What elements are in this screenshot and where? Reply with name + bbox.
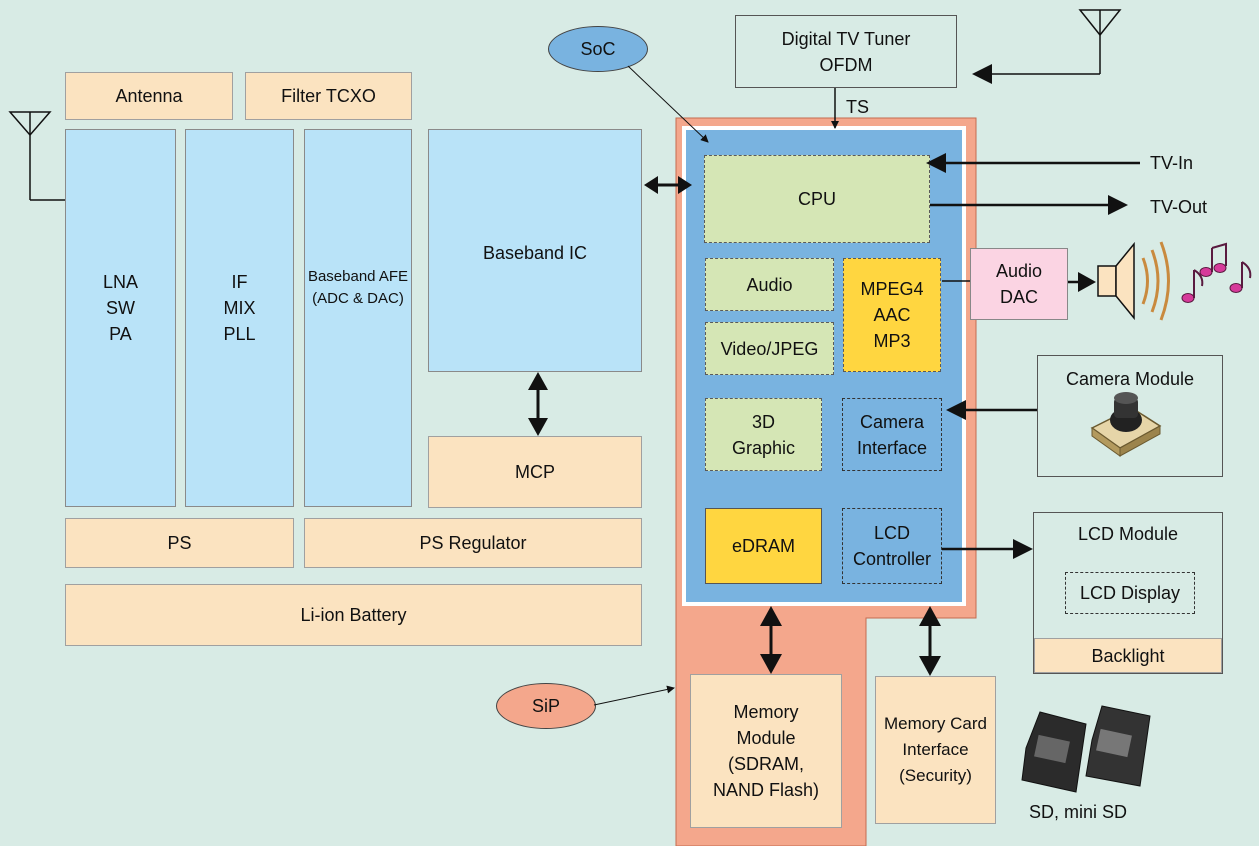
tv-out-link <box>930 195 1128 215</box>
ps-regulator-block: PS Regulator <box>304 518 642 568</box>
camera-module-label: Camera Module <box>1065 369 1195 389</box>
3d-graphic-block: 3D Graphic <box>705 398 822 471</box>
if-mix-block: IF MIX PLL <box>185 129 294 507</box>
battery-block: Li-ion Battery <box>65 584 642 646</box>
speaker-icon <box>1097 241 1170 321</box>
backlight-block: Backlight <box>1034 638 1222 673</box>
sip-ellipse: SiP <box>496 683 596 729</box>
tv-in-link <box>926 153 1140 173</box>
sip-pointer <box>593 685 675 706</box>
memory-card-block: Memory Card Interface (Security) <box>875 676 996 824</box>
lcd-link <box>942 539 1033 559</box>
baseband-ic-block: Baseband IC <box>428 129 642 372</box>
soc-ellipse: SoC <box>548 26 648 72</box>
baseband-afe-block: Baseband AFE (ADC & DAC) <box>304 129 412 507</box>
antenna-icon-right <box>988 9 1122 75</box>
camera-icon <box>1090 392 1162 457</box>
baseband-cpu-link <box>644 176 692 194</box>
lcd-display-block: LCD Display <box>1065 572 1195 614</box>
arrowhead-tuner <box>972 64 992 84</box>
lna-block: LNA SW PA <box>65 129 176 507</box>
edram-block: eDRAM <box>705 508 822 584</box>
cpu-block: CPU <box>704 155 930 243</box>
audio-dac-block: Audio DAC <box>970 248 1068 320</box>
tv-out-label: TV-Out <box>1150 197 1208 217</box>
antenna-icon-left <box>8 111 65 201</box>
lcd-module-label: LCD Module <box>1077 524 1179 544</box>
soc-pointer <box>627 65 709 143</box>
music-notes-icon <box>1181 242 1252 303</box>
dac-speaker-link <box>1068 272 1096 292</box>
soc-memory-link <box>760 606 782 674</box>
tv-tuner-block: Digital TV Tuner OFDM <box>735 15 957 88</box>
tv-in-label: TV-In <box>1150 153 1194 173</box>
baseband-mcp-link <box>528 372 548 436</box>
ts-label: TS <box>846 97 870 117</box>
soc-memorycard-link <box>919 606 941 676</box>
video-jpeg-block: Video/JPEG <box>705 322 834 375</box>
sd-label: SD, mini SD <box>1029 802 1128 822</box>
camera-link <box>946 400 1037 420</box>
antenna-block: Antenna <box>65 72 233 120</box>
mcp-block: MCP <box>428 436 642 508</box>
ps-block: PS <box>65 518 294 568</box>
sd-card-icon <box>1021 705 1151 793</box>
codec-block: MPEG4 AAC MP3 <box>843 258 941 372</box>
memory-module-block: Memory Module (SDRAM, NAND Flash) <box>690 674 842 828</box>
lcd-controller-block: LCD Controller <box>842 508 942 584</box>
audio-block: Audio <box>705 258 834 311</box>
filter-tcxo-block: Filter TCXO <box>245 72 412 120</box>
camera-interface-block: Camera Interface <box>842 398 942 471</box>
